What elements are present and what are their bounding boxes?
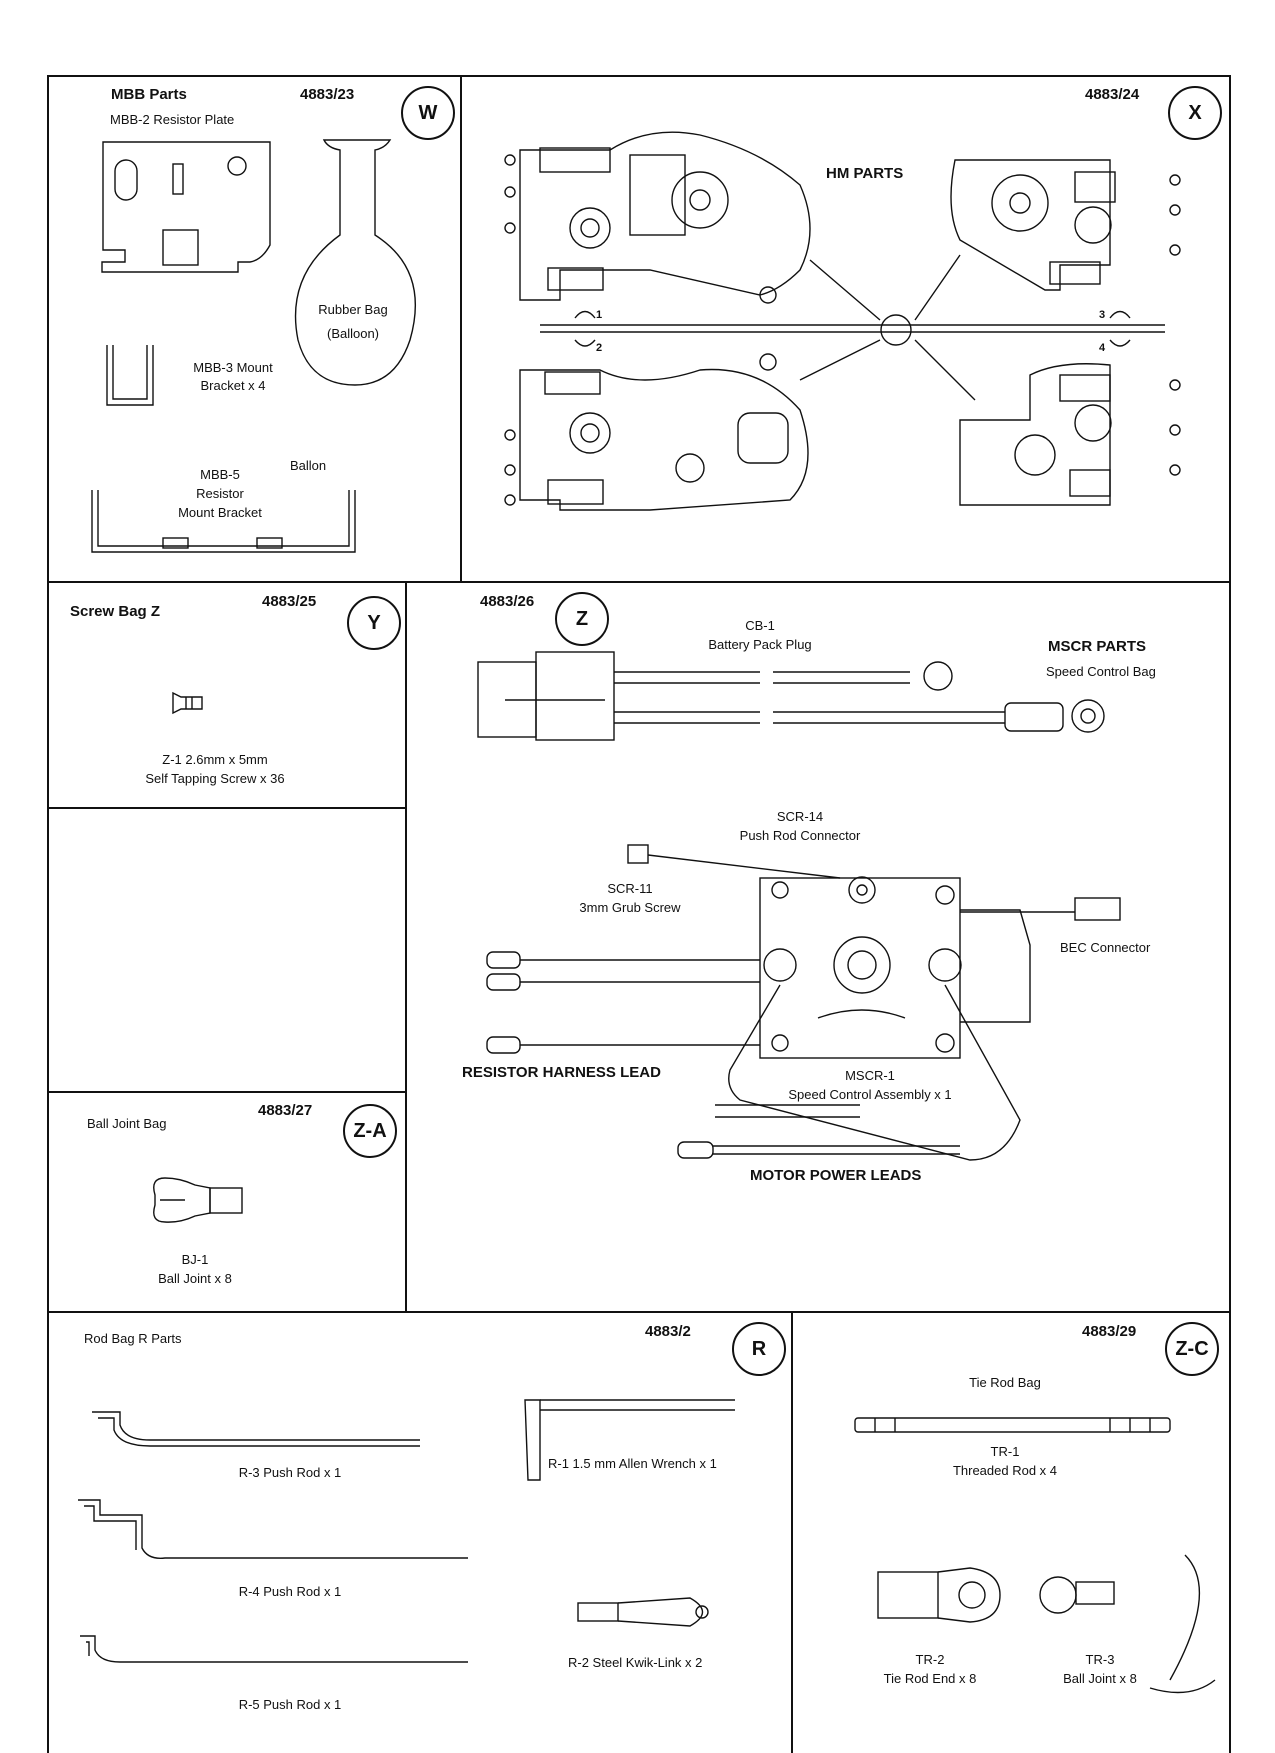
sprue-number-4: 4	[1099, 342, 1106, 354]
mount-bracket-label-line1: MBB-3 Mount	[193, 360, 273, 375]
resistor-bracket-label-line3: Mount Bracket	[178, 505, 262, 520]
screw-label-line1: Z-1 2.6mm x 5mm	[162, 752, 268, 767]
tr2-label-line1: TR-2	[915, 1652, 945, 1667]
panel-x-code: 4883/24	[1085, 86, 1140, 103]
r3-label: R-3 Push Rod x 1	[238, 1465, 342, 1480]
speed-control-bag-label: Speed Control Bag	[1046, 664, 1156, 679]
panel-x-badge: X	[1168, 86, 1222, 140]
panel-y-title: Screw Bag Z	[70, 603, 161, 620]
resistor-harness-lead-label: RESISTOR HARNESS LEAD	[462, 1064, 661, 1081]
r2-label: R-2 Steel Kwik-Link x 2	[568, 1655, 703, 1670]
scr14-label-line2: Push Rod Connector	[739, 828, 861, 843]
panel-r-badge: R	[732, 1322, 786, 1376]
ball-joint-drawing	[153, 1177, 243, 1223]
sprue-number-2: 2	[596, 342, 603, 354]
mscr1-label-line2: Speed Control Assembly x 1	[788, 1087, 952, 1102]
panel-w-code: 4883/23	[300, 86, 355, 103]
ball-joint-label-line2: Ball Joint x 8	[158, 1271, 232, 1286]
r4-label: R-4 Push Rod x 1	[238, 1584, 342, 1599]
hm-parts-title: HM PARTS	[826, 165, 904, 182]
panel-w-title: MBB Parts	[111, 86, 187, 103]
panel-za-title: Ball Joint Bag	[87, 1116, 167, 1131]
rubber-bag-note: (Balloon)	[326, 326, 380, 341]
resistor-bracket-label-line2: Resistor	[196, 486, 244, 501]
panel-w-badge: W	[401, 86, 455, 140]
cb1-label-line1: CB-1	[745, 618, 775, 633]
panel-za-badge: Z-A	[343, 1104, 397, 1158]
tie-rod-bag-label: Tie Rod Bag	[969, 1375, 1041, 1390]
ball-joint-label-line1: BJ-1	[181, 1252, 209, 1267]
tr2-label-line2: Tie Rod End x 8	[883, 1671, 977, 1686]
r5-label: R-5 Push Rod x 1	[238, 1697, 342, 1712]
battery-plug-drawing	[477, 651, 1105, 741]
mscr-parts-title: MSCR PARTS	[1048, 638, 1147, 655]
resistor-mount-bracket-drawing	[91, 490, 356, 553]
rubber-bag-drawing	[294, 139, 417, 386]
resistor-plate-label: MBB-2 Resistor Plate	[110, 112, 235, 127]
screw-drawing	[172, 691, 203, 715]
tie-rod-drawing	[854, 1417, 1216, 1694]
resistor-plate-drawing	[101, 141, 271, 273]
hm-parts-drawing	[504, 131, 1181, 511]
panel-z-badge: Z	[555, 592, 609, 646]
tr1-label-line2: Threaded Rod x 4	[952, 1463, 1058, 1478]
scr11-label-line2: 3mm Grub Screw	[579, 900, 681, 915]
r1-label: R-1 1.5 mm Allen Wrench x 1	[548, 1456, 717, 1471]
resistor-bracket-label-line1: MBB-5	[200, 467, 240, 482]
cb1-label-line2: Battery Pack Plug	[708, 637, 812, 652]
panel-zc-badge: Z-C	[1165, 1322, 1219, 1376]
rubber-bag-label: Rubber Bag	[318, 302, 388, 317]
scr11-label-line1: SCR-11	[607, 881, 653, 896]
push-rods-drawing	[78, 1399, 735, 1663]
panel-y-badge: Y	[347, 596, 401, 650]
mscr1-label-line1: MSCR-1	[845, 1068, 895, 1083]
panel-frames	[47, 75, 1231, 1753]
panel-r-title: Rod Bag R Parts	[84, 1331, 182, 1346]
panel-za-code: 4883/27	[258, 1102, 313, 1119]
panel-y-code: 4883/25	[262, 593, 317, 610]
mount-bracket-drawing	[106, 345, 154, 406]
mount-bracket-label-line2: Bracket x 4	[200, 378, 266, 393]
sprue-number-1: 1	[596, 309, 603, 321]
sprue-number-3: 3	[1099, 309, 1106, 321]
panel-z-code: 4883/26	[480, 593, 535, 610]
panel-r-code: 4883/2	[645, 1323, 691, 1340]
tr1-label-line1: TR-1	[990, 1444, 1020, 1459]
scr14-label-line1: SCR-14	[776, 809, 824, 824]
bec-connector-label: BEC Connector	[1060, 940, 1151, 955]
motor-power-leads-label: MOTOR POWER LEADS	[750, 1167, 922, 1184]
speed-control-drawing	[486, 844, 1121, 1161]
screw-label-line2: Self Tapping Screw x 36	[145, 771, 285, 786]
panel-zc-code: 4883/29	[1082, 1323, 1137, 1340]
tr3-label-line2: Ball Joint x 8	[1063, 1671, 1137, 1686]
tr3-label-line1: TR-3	[1085, 1652, 1115, 1667]
ballon-label: Ballon	[290, 458, 327, 473]
